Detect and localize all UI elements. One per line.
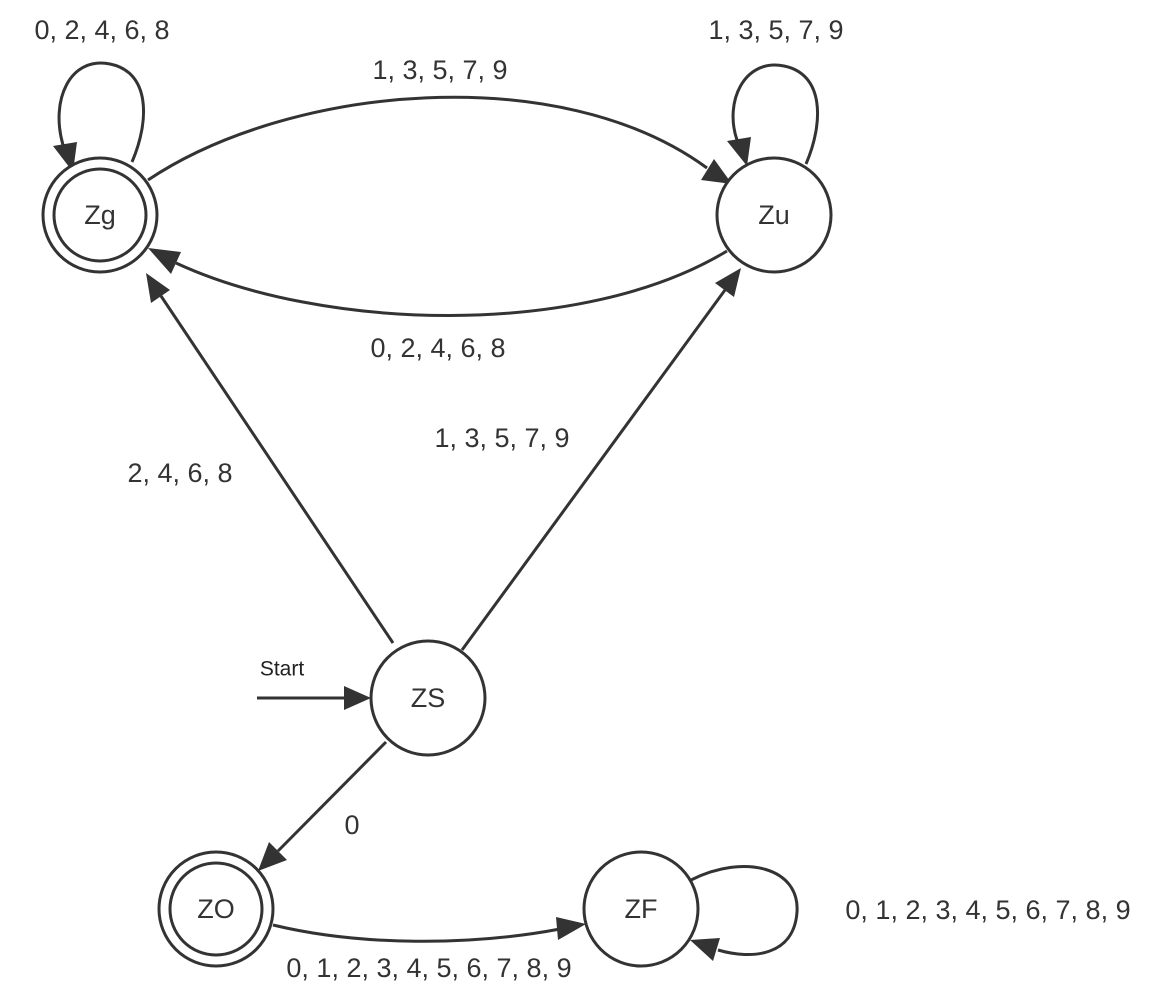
label-zu-to-zg: 0, 2, 4, 6, 8 <box>370 333 505 363</box>
edge-line-zf-self <box>690 865 799 956</box>
label-zf-self: 0, 1, 2, 3, 4, 5, 6, 7, 8, 9 <box>845 895 1130 925</box>
state-zs-label: ZS <box>411 683 446 713</box>
transition-zs-to-zg <box>146 273 395 644</box>
label-zs-to-zo: 0 <box>344 810 359 840</box>
label-zg-to-zu: 1, 3, 5, 7, 9 <box>372 55 507 85</box>
label-zs-to-zu: 1, 3, 5, 7, 9 <box>434 423 569 453</box>
arrow-head-zf-self <box>690 938 720 961</box>
transition-zf-self <box>690 865 799 961</box>
state-zo-inner-ring <box>168 861 264 957</box>
transition-labels: 0, 2, 4, 6, 8 1, 3, 5, 7, 9 1, 3, 5, 7, … <box>34 15 1130 983</box>
arrow-head-zs-to-zu <box>715 268 741 297</box>
state-zg-inner-ring <box>52 167 148 263</box>
transition-zg-self <box>53 61 146 172</box>
transition-zs-to-zo <box>258 740 388 871</box>
arrow-head-zs-to-zg <box>146 273 170 303</box>
states: Zg Zu ZS ZO ZF <box>41 156 833 968</box>
label-zs-to-zg: 2, 4, 6, 8 <box>127 458 232 488</box>
transition-zg-to-zu <box>147 95 732 184</box>
state-zg: Zg <box>41 156 159 274</box>
arrow-head-zu-to-zg <box>148 248 181 274</box>
arrow-head-start <box>344 686 371 710</box>
state-zu-circle <box>715 156 833 274</box>
transition-zo-to-zf <box>272 917 586 943</box>
arrow-head-zg-to-zu <box>701 159 732 184</box>
edge-line-zg-to-zu <box>147 95 708 182</box>
label-zo-to-zf: 0, 1, 2, 3, 4, 5, 6, 7, 8, 9 <box>286 953 571 983</box>
state-zo: ZO <box>157 850 275 968</box>
transition-zu-self <box>727 63 820 166</box>
state-zs: ZS <box>369 639 487 757</box>
start-transition <box>257 686 371 710</box>
state-zg-label: Zg <box>84 200 116 230</box>
state-zf: ZF <box>582 850 700 968</box>
label-zg-self: 0, 2, 4, 6, 8 <box>34 15 169 45</box>
edge-line-zu-to-zg <box>175 249 728 317</box>
edge-line-zs-to-zg <box>159 295 395 644</box>
state-zf-circle <box>582 850 700 968</box>
edge-line-zs-to-zu <box>460 289 727 651</box>
transition-zs-to-zu <box>460 268 741 651</box>
state-zu-label: Zu <box>758 200 790 230</box>
edge-line-zu-self <box>731 63 820 165</box>
label-zu-self: 1, 3, 5, 7, 9 <box>708 15 843 45</box>
transition-zu-to-zg <box>148 248 728 317</box>
arrow-head-zo-to-zf <box>556 917 586 940</box>
edge-line-zs-to-zo <box>276 740 388 853</box>
edge-line-zg-self <box>57 61 146 163</box>
state-zo-label: ZO <box>197 894 235 924</box>
arrow-head-zu-self <box>727 137 751 166</box>
start-label: Start <box>260 658 305 681</box>
edge-line-zo-to-zf <box>272 923 561 943</box>
state-zu: Zu <box>715 156 833 274</box>
arrow-head-zs-to-zo <box>258 842 287 871</box>
state-zs-circle <box>369 639 487 757</box>
state-zf-label: ZF <box>625 894 658 924</box>
transitions <box>53 61 820 961</box>
